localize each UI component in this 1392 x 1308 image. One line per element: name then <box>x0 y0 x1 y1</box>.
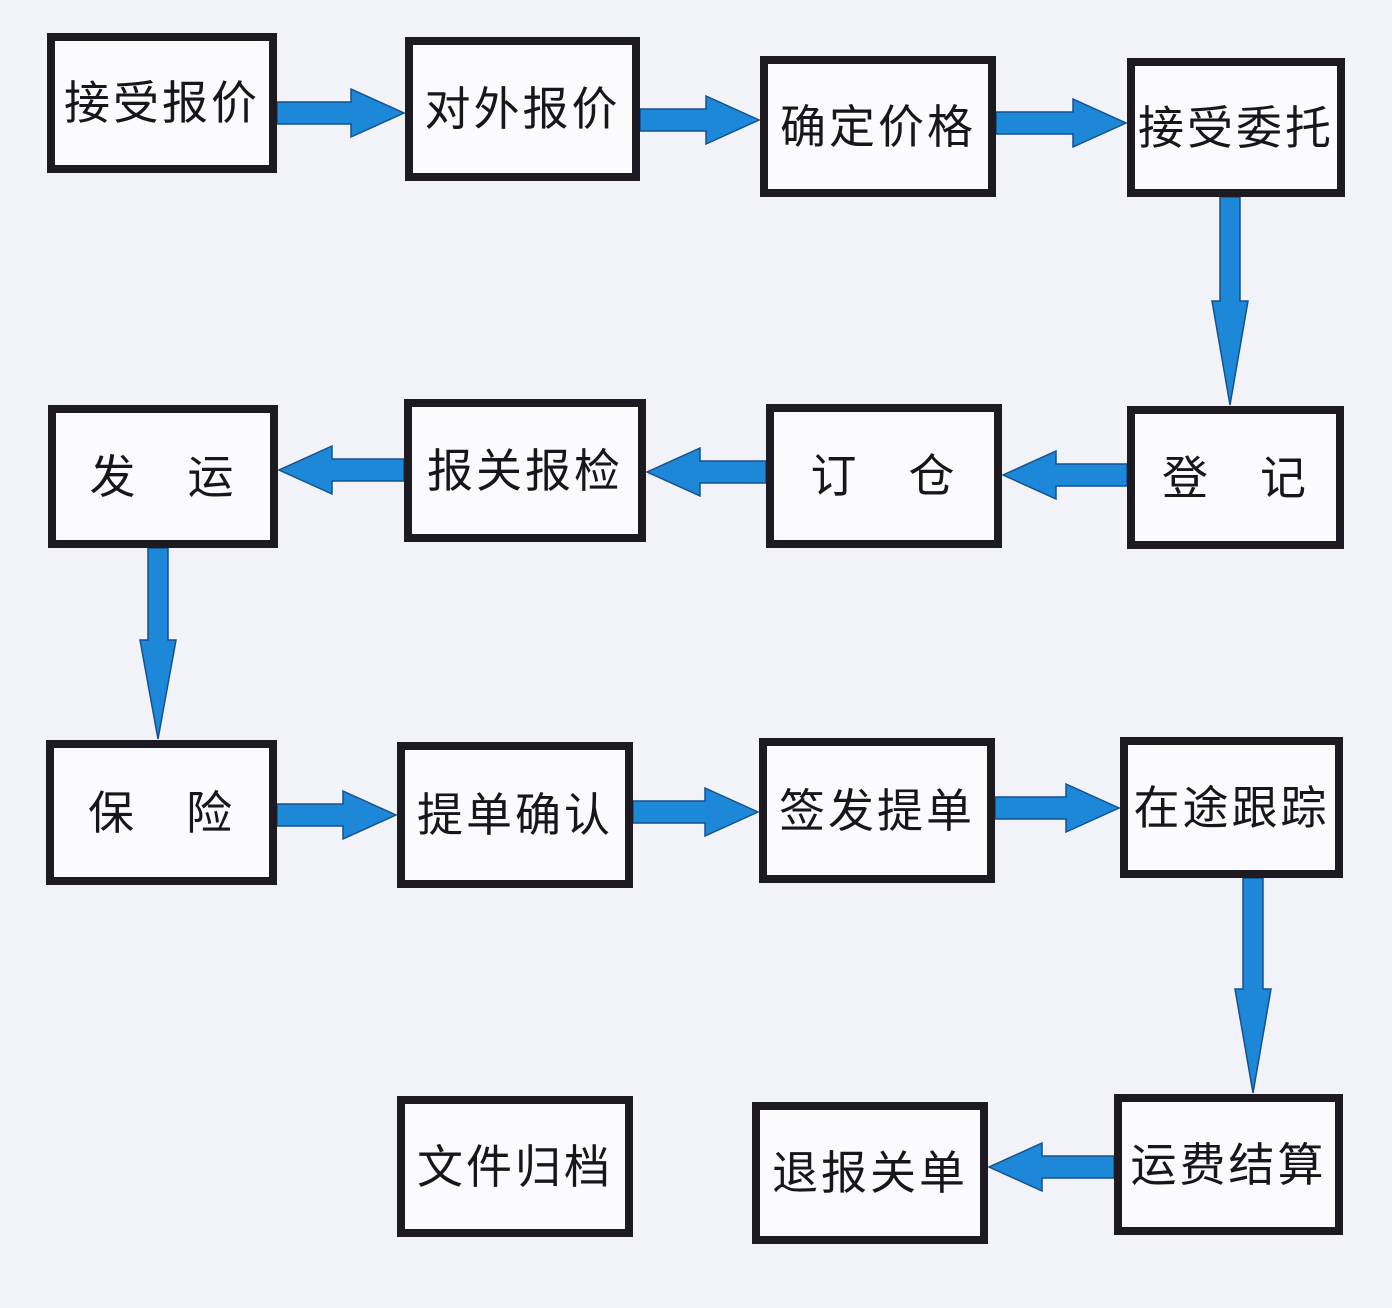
node-accept-quote: 接受报价 <box>47 33 277 173</box>
node-book-space: 订 仓 <box>766 404 1002 548</box>
node-label: 订 仓 <box>810 449 958 503</box>
arrow-book-space-to-customs-declaration-inspection <box>646 446 766 498</box>
node-label: 确定价格 <box>780 99 976 154</box>
node-label: 退报关单 <box>772 1146 968 1200</box>
node-customs-declaration-inspection: 报关报检 <box>404 399 646 542</box>
right-arrow-icon <box>996 97 1127 149</box>
down-arrow-icon <box>1234 878 1272 1094</box>
node-insurance: 保 险 <box>46 740 277 885</box>
node-label: 文件归档 <box>417 1139 613 1194</box>
arrow-bl-confirmation-to-issue-bl <box>633 786 759 838</box>
node-determine-price: 确定价格 <box>760 56 996 197</box>
node-freight-settlement: 运费结算 <box>1114 1094 1343 1235</box>
node-external-quote: 对外报价 <box>405 37 640 181</box>
right-arrow-icon <box>277 789 397 841</box>
down-arrow-icon <box>139 548 177 740</box>
node-label: 对外报价 <box>424 82 621 136</box>
arrow-external-quote-to-determine-price <box>640 94 760 146</box>
node-label: 运费结算 <box>1130 1137 1327 1192</box>
node-label: 签发提单 <box>779 783 975 838</box>
node-label: 登 记 <box>1162 450 1309 505</box>
node-return-customs-form: 退报关单 <box>752 1102 988 1244</box>
node-issue-bl: 签发提单 <box>759 738 995 883</box>
arrow-freight-settlement-to-return-customs-form <box>988 1141 1114 1193</box>
node-bl-confirmation: 提单确认 <box>397 742 633 888</box>
node-in-transit-tracking: 在途跟踪 <box>1120 737 1343 878</box>
arrow-customs-declaration-inspection-to-dispatch <box>278 444 404 496</box>
arrow-in-transit-tracking-to-freight-settlement <box>1234 878 1272 1094</box>
arrow-insurance-to-bl-confirmation <box>277 789 397 841</box>
node-label: 接受报价 <box>64 76 260 130</box>
arrow-accept-entrust-to-register <box>1211 197 1249 406</box>
node-label: 提单确认 <box>417 788 613 842</box>
node-accept-entrust: 接受委托 <box>1127 58 1345 197</box>
node-label: 发 运 <box>89 449 237 504</box>
right-arrow-icon <box>995 782 1120 834</box>
arrow-issue-bl-to-in-transit-tracking <box>995 782 1120 834</box>
node-dispatch: 发 运 <box>48 405 278 548</box>
node-register: 登 记 <box>1127 406 1344 549</box>
down-arrow-icon <box>1211 197 1249 406</box>
right-arrow-icon <box>640 94 760 146</box>
node-label: 接受委托 <box>1138 100 1334 155</box>
node-label: 保 险 <box>88 785 235 840</box>
right-arrow-icon <box>633 786 759 838</box>
arrow-determine-price-to-accept-entrust <box>996 97 1127 149</box>
left-arrow-icon <box>646 446 766 498</box>
left-arrow-icon <box>988 1141 1114 1193</box>
left-arrow-icon <box>1002 449 1127 501</box>
node-label: 在途跟踪 <box>1133 780 1330 835</box>
node-label: 报关报检 <box>427 443 623 498</box>
arrow-register-to-book-space <box>1002 449 1127 501</box>
right-arrow-icon <box>277 87 405 139</box>
node-file-archiving: 文件归档 <box>397 1096 633 1237</box>
arrow-accept-quote-to-external-quote <box>277 87 405 139</box>
left-arrow-icon <box>278 444 404 496</box>
arrow-dispatch-to-insurance <box>139 548 177 740</box>
